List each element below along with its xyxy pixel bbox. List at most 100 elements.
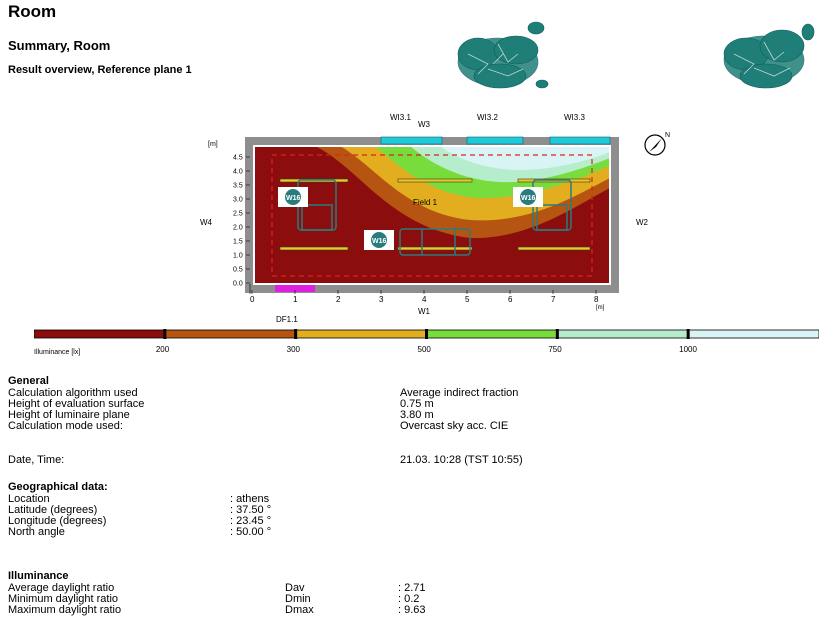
y-tick-label: 1.0 bbox=[233, 253, 243, 260]
legend-tick-label: 300 bbox=[287, 345, 301, 354]
geo-heading: Geographical data: bbox=[8, 481, 108, 493]
legend-tick-label: 500 bbox=[418, 345, 432, 354]
wall-label-w2: W2 bbox=[636, 218, 649, 227]
general-value: 0.75 m bbox=[400, 398, 434, 410]
legend-tick-mark bbox=[555, 329, 559, 339]
general-labels: Calculation algorithm used Height of eva… bbox=[8, 388, 144, 432]
illuminance-symbol: Dmax bbox=[285, 604, 314, 616]
tree-logo-left bbox=[457, 21, 549, 89]
x-tick-label: 4 bbox=[422, 295, 427, 304]
legend-swatch bbox=[557, 330, 689, 338]
geo-label: Longitude (degrees) bbox=[8, 515, 107, 527]
legend-tick-label: 1000 bbox=[679, 345, 697, 354]
general-value: Overcast sky acc. CIE bbox=[400, 420, 509, 432]
legend-swatch bbox=[426, 330, 558, 338]
legend-tick-mark bbox=[686, 329, 690, 339]
y-tick-label: 0.0 bbox=[233, 281, 243, 288]
geo-value: : athens bbox=[230, 493, 270, 505]
illuminance-legend: 200 300 500 750 1000 bbox=[34, 329, 819, 354]
general-heading: General bbox=[8, 375, 49, 387]
geo-value: : 37.50 ° bbox=[230, 504, 272, 516]
x-tick-label: 2 bbox=[336, 295, 341, 304]
legend-tick-mark bbox=[425, 329, 428, 339]
illuminance-label: Average daylight ratio bbox=[8, 582, 115, 594]
date-label: Date, Time: bbox=[8, 454, 65, 466]
door-label: DF1.1 bbox=[276, 315, 298, 324]
geo-labels: Location Latitude (degrees) Longitude (d… bbox=[8, 494, 106, 538]
legend-tick-mark bbox=[294, 329, 298, 339]
y-tick-label: 3.5 bbox=[233, 183, 243, 190]
window-label-wi3-3: WI3.3 bbox=[564, 113, 585, 122]
geo-values: : athens : 37.50 ° : 23.45 ° : 50.00 ° bbox=[230, 494, 271, 538]
general-label: Calculation mode used: bbox=[8, 420, 123, 432]
x-tick-label: 0 bbox=[250, 295, 255, 304]
x-axis-unit: [m] bbox=[596, 305, 605, 311]
legend-tick-mark bbox=[163, 329, 167, 339]
general-label: Calculation algorithm used bbox=[8, 387, 138, 399]
illuminance-value: : 9.63 bbox=[398, 604, 426, 616]
wall-label-w3: W3 bbox=[418, 120, 431, 129]
geo-label: North angle bbox=[8, 526, 65, 538]
illuminance-label: Minimum daylight ratio bbox=[8, 593, 119, 605]
y-axis-ticks: 4.54.03.53.02.52.01.51.00.50.0 bbox=[233, 155, 250, 288]
window-label-wi3-2: WI3.2 bbox=[477, 113, 498, 122]
illuminance-value: : 2.71 bbox=[398, 582, 426, 594]
legend-swatch bbox=[164, 330, 296, 338]
legend-caption: Illuminance [lx] bbox=[34, 349, 81, 356]
wall-label-w1: W1 bbox=[418, 307, 431, 316]
y-tick-label: 4.5 bbox=[233, 155, 243, 162]
general-label: Height of luminaire plane bbox=[8, 409, 130, 421]
geo-value: : 23.45 ° bbox=[230, 515, 272, 527]
x-tick-label: 5 bbox=[465, 295, 470, 304]
y-tick-label: 2.5 bbox=[233, 211, 243, 218]
legend-swatch bbox=[688, 330, 819, 338]
illuminance-values: : 2.71 : 0.2 : 9.63 bbox=[398, 583, 426, 616]
north-arrow-icon: N bbox=[644, 132, 670, 156]
x-tick-label: 8 bbox=[594, 295, 599, 304]
y-tick-label: 0.5 bbox=[233, 267, 243, 274]
illuminance-value: : 0.2 bbox=[398, 593, 420, 605]
legend-tick-label: 750 bbox=[548, 345, 562, 354]
luminaire-label-1: W16 bbox=[286, 195, 301, 202]
legend-swatch bbox=[34, 330, 165, 338]
page-title: Room bbox=[8, 2, 57, 21]
window-wi3-3 bbox=[549, 136, 611, 145]
room-plan: W16 W16 W16 Field 1 WI3.1 W3 WI3.2 WI3.3… bbox=[200, 113, 670, 324]
legend-tick-label: 200 bbox=[156, 345, 170, 354]
geo-label: Latitude (degrees) bbox=[8, 504, 98, 516]
legend-swatch bbox=[295, 330, 427, 338]
y-tick-label: 2.0 bbox=[233, 225, 243, 232]
y-tick-label: 4.0 bbox=[233, 169, 243, 176]
y-axis-unit: [m] bbox=[208, 141, 218, 148]
x-tick-label: 3 bbox=[379, 295, 384, 304]
luminaire-icons: W16 W16 W16 bbox=[278, 187, 543, 250]
y-tick-label: 1.5 bbox=[233, 239, 243, 246]
tree-logo-right bbox=[723, 23, 815, 89]
general-values: Average indirect fraction 0.75 m 3.80 m … bbox=[400, 388, 518, 432]
x-tick-label: 6 bbox=[508, 295, 513, 304]
luminaire-label-3: W16 bbox=[372, 238, 387, 245]
general-label: Height of evaluation surface bbox=[8, 398, 145, 410]
illuminance-symbols: Dav Dmin Dmax bbox=[285, 583, 314, 616]
illuminance-symbol: Dmin bbox=[285, 593, 311, 605]
illuminance-heading: Illuminance bbox=[8, 570, 69, 582]
date-value: 21.03. 10:28 (TST 10:55) bbox=[400, 454, 523, 466]
geo-value: : 50.00 ° bbox=[230, 526, 272, 538]
illuminance-symbol: Dav bbox=[285, 582, 305, 594]
general-value: Average indirect fraction bbox=[400, 387, 519, 399]
general-value: 3.80 m bbox=[400, 409, 434, 421]
illuminance-labels: Average daylight ratio Minimum daylight … bbox=[8, 583, 121, 616]
illuminance-contours bbox=[254, 146, 610, 284]
luminaire-label-2: W16 bbox=[521, 195, 536, 202]
section-title: Result overview, Reference plane 1 bbox=[8, 64, 192, 76]
illuminance-label: Maximum daylight ratio bbox=[8, 604, 122, 616]
north-label: N bbox=[665, 132, 670, 139]
reference-plane-outline bbox=[271, 154, 593, 277]
x-tick-label: 7 bbox=[551, 295, 556, 304]
geo-label: Location bbox=[8, 493, 50, 505]
door-df1-1 bbox=[275, 285, 315, 292]
window-label-wi3-1: WI3.1 bbox=[390, 113, 411, 122]
wall-label-w4: W4 bbox=[200, 218, 213, 227]
field-label: Field 1 bbox=[413, 198, 438, 207]
